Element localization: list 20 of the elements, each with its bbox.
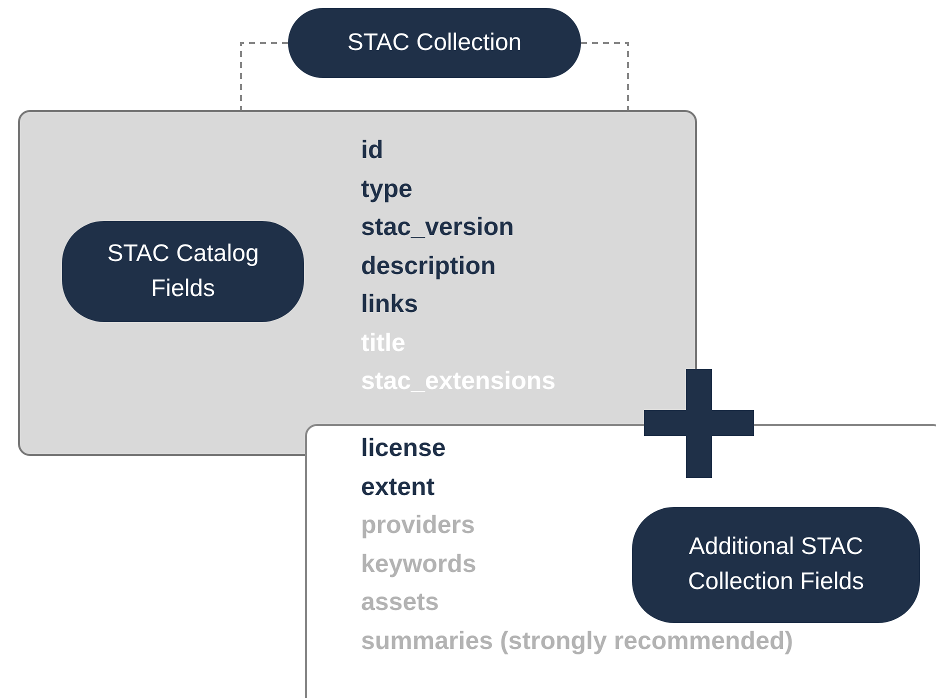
field-name: links	[361, 289, 418, 319]
pill-label: STAC Catalog Fields	[106, 238, 260, 304]
catalog-fields-panel	[18, 110, 697, 456]
field-name: id	[361, 135, 384, 165]
collection-fields-panel	[305, 424, 936, 698]
field-name: description	[361, 250, 496, 280]
field-name: stac_version	[361, 212, 514, 242]
field-name: providers	[361, 510, 475, 540]
field-name: summaries (strongly recommended)	[361, 626, 794, 656]
field-name: type	[361, 174, 412, 204]
field-name: assets	[361, 587, 439, 617]
dashed-connector	[240, 42, 288, 110]
category-pill	[62, 221, 304, 322]
pill-label: Additional STAC Collection Fields	[686, 532, 866, 597]
pill-label: STAC Collection	[346, 28, 523, 58]
field-name: extent	[361, 472, 435, 502]
field-name: keywords	[361, 548, 476, 578]
category-pill	[632, 507, 920, 623]
dashed-connector	[581, 42, 629, 110]
field-name: license	[361, 433, 446, 463]
